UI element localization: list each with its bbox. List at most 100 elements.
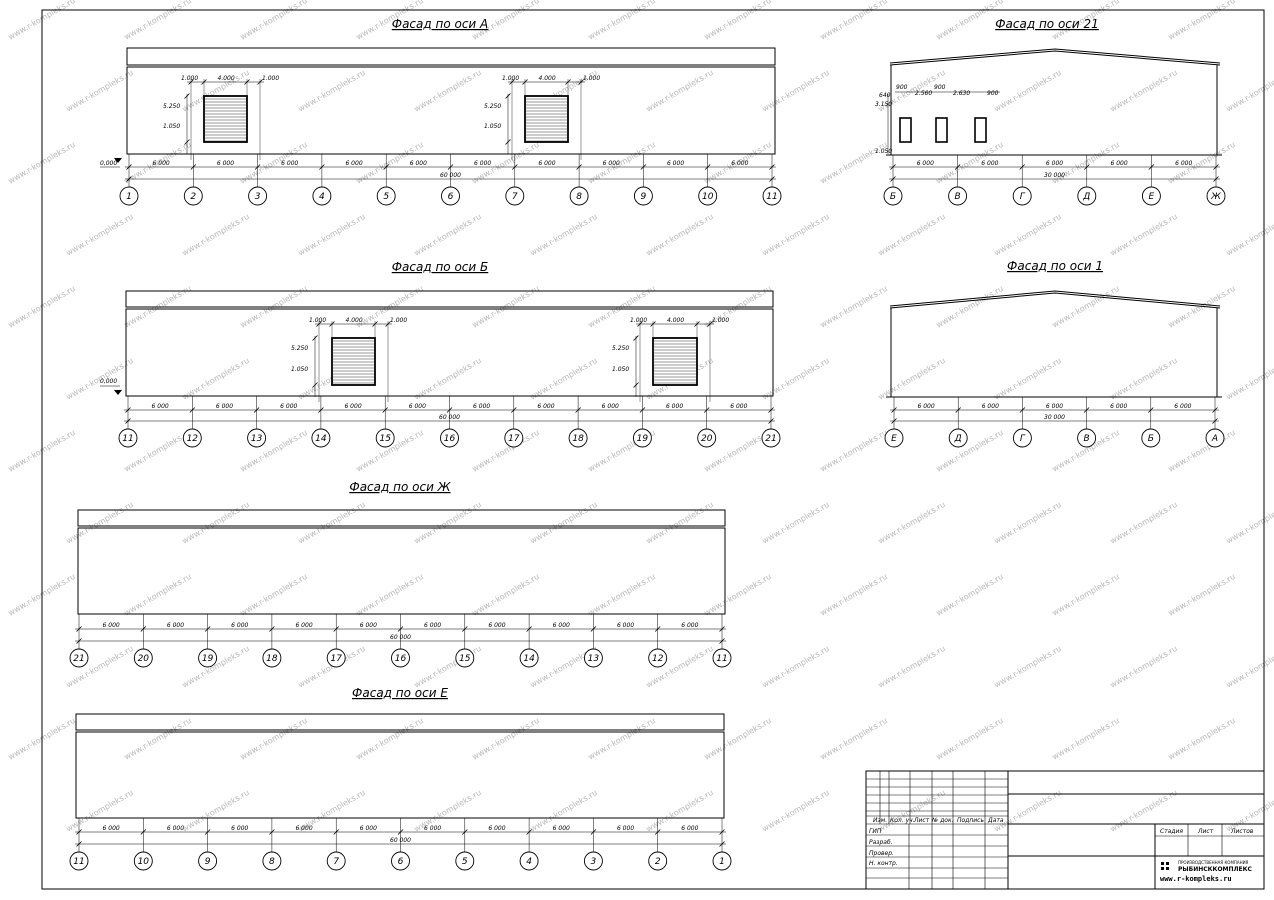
- span-dim: 6 000: [1046, 160, 1063, 167]
- watermark-text: www.r-kompleks.ru: [1167, 572, 1237, 618]
- watermark-text: www.r-kompleks.ru: [819, 572, 889, 618]
- axis-bubble: [762, 186, 782, 206]
- watermark-text: www.r-kompleks.ru: [1167, 0, 1237, 42]
- watermark-text: www.r-kompleks.ru: [65, 212, 135, 258]
- axis-label: 1: [126, 192, 132, 202]
- dim-label: 1.050: [612, 366, 629, 373]
- title-facade-21: Фасад по оси 21: [995, 17, 1099, 31]
- watermark-text: www.r-kompleks.ru: [587, 716, 657, 762]
- dim-tick: [204, 829, 211, 835]
- axis-label: 11: [73, 857, 84, 867]
- title-facade-b: Фасад по оси Б: [392, 260, 489, 274]
- dim-tick: [125, 407, 131, 413]
- watermark-text: www.r-kompleks.ru: [123, 0, 193, 42]
- tb-col: Изм.: [873, 817, 887, 824]
- watermark-text: www.r-kompleks.ru: [239, 572, 309, 618]
- watermark-text: www.r-kompleks.ru: [703, 0, 773, 42]
- tb-col: Лист: [913, 817, 930, 824]
- watermark-text: www.r-kompleks.ru: [761, 68, 831, 114]
- dim-tick: [333, 829, 339, 835]
- axis-label: Б: [1148, 434, 1154, 444]
- axis-label: 6: [448, 192, 454, 202]
- dim-label: 4.000: [539, 75, 556, 82]
- dim-tick: [269, 626, 275, 632]
- axis-label: Д: [1082, 192, 1090, 202]
- facade-21: 900 2.560 900 2.630 900 640 3.150 1.050: [875, 48, 1222, 156]
- window: [935, 117, 948, 143]
- dim-tick: [140, 626, 147, 632]
- span-dim: 6 000: [410, 160, 427, 167]
- dim-tick: [768, 407, 774, 413]
- axis-bubble: [69, 648, 89, 668]
- axis-bubble: [183, 186, 203, 206]
- dim-tick: [640, 164, 647, 170]
- axis-label: 4: [526, 857, 532, 867]
- axis-label: 21: [73, 654, 84, 664]
- span-dim: 6 000: [488, 825, 505, 832]
- dim-tick: [184, 93, 190, 99]
- gate: [331, 337, 376, 386]
- watermark-text: www.r-kompleks.ru: [645, 788, 715, 834]
- axis-label: 16: [395, 654, 407, 664]
- axis-bubble: [1141, 428, 1161, 448]
- span-dim: 6 000: [473, 403, 490, 410]
- dim-label: 900: [934, 84, 946, 91]
- axis-bubble: [883, 186, 903, 206]
- watermark-text: www.r-kompleks.ru: [181, 212, 251, 258]
- gate: [652, 337, 698, 386]
- dim-tick: [719, 638, 725, 644]
- span-dim: 6 000: [1175, 160, 1192, 167]
- axis-bubble: [133, 648, 153, 668]
- dim-tick: [126, 176, 132, 182]
- watermark-text: www.r-kompleks.ru: [761, 500, 831, 546]
- span-dim: 6 000: [667, 160, 684, 167]
- span-dim: 6 000: [918, 403, 935, 410]
- dim-label: 1.050: [291, 366, 308, 373]
- dim-tick: [512, 164, 518, 170]
- dim-tick: [462, 829, 468, 835]
- watermark-text: www.r-kompleks.ru: [1167, 716, 1237, 762]
- dim-tick: [254, 164, 261, 170]
- dim-tick: [1084, 164, 1090, 170]
- dim-tick: [526, 829, 532, 835]
- axis-label: 7: [333, 857, 339, 867]
- watermark-text: www.r-kompleks.ru: [761, 788, 831, 834]
- axis-bubble: [712, 648, 732, 668]
- axis-label: Д: [954, 434, 962, 444]
- axis-label: 13: [251, 434, 263, 444]
- dim-tick: [76, 638, 82, 644]
- axis-label: 5: [383, 192, 389, 202]
- axis-label: 7: [512, 192, 518, 202]
- axis-bubble: [948, 186, 968, 206]
- span-dim: 6 000: [424, 622, 441, 629]
- axis-bubble: [884, 428, 904, 448]
- facade-1: [886, 290, 1222, 398]
- span-dim: 6 000: [553, 622, 570, 629]
- gate: [203, 95, 248, 143]
- total-dim: 60 000: [440, 172, 461, 179]
- span-dim: 6 000: [1174, 403, 1191, 410]
- total-dim: 60 000: [390, 837, 411, 844]
- span-dim: 6 000: [617, 622, 634, 629]
- watermark-text: www.r-kompleks.ru: [877, 644, 947, 690]
- watermark-text: www.r-kompleks.ru: [1225, 356, 1274, 402]
- axis-label: 15: [379, 434, 391, 444]
- company-url: www.r-kompleks.ru: [1160, 875, 1232, 883]
- axis-bubble: [1206, 186, 1226, 206]
- dim-tick: [318, 407, 324, 413]
- window: [974, 117, 987, 143]
- watermark-text: www.r-kompleks.ru: [877, 356, 947, 402]
- watermark-text: www.r-kompleks.ru: [65, 500, 135, 546]
- watermark-text: www.r-kompleks.ru: [587, 572, 657, 618]
- company-top: ПРОИЗВОДСТВЕННАЯ КОМПАНИЯ: [1178, 860, 1249, 865]
- watermark-text: www.r-kompleks.ru: [181, 500, 251, 546]
- axis-bubble: [1077, 186, 1097, 206]
- axis-label: 14: [315, 434, 327, 444]
- axis-label: Г: [1020, 434, 1026, 444]
- dim-tick: [319, 164, 325, 170]
- dim-tick: [633, 335, 639, 341]
- watermark-text: www.r-kompleks.ru: [935, 284, 1005, 330]
- dim-tick: [76, 626, 82, 632]
